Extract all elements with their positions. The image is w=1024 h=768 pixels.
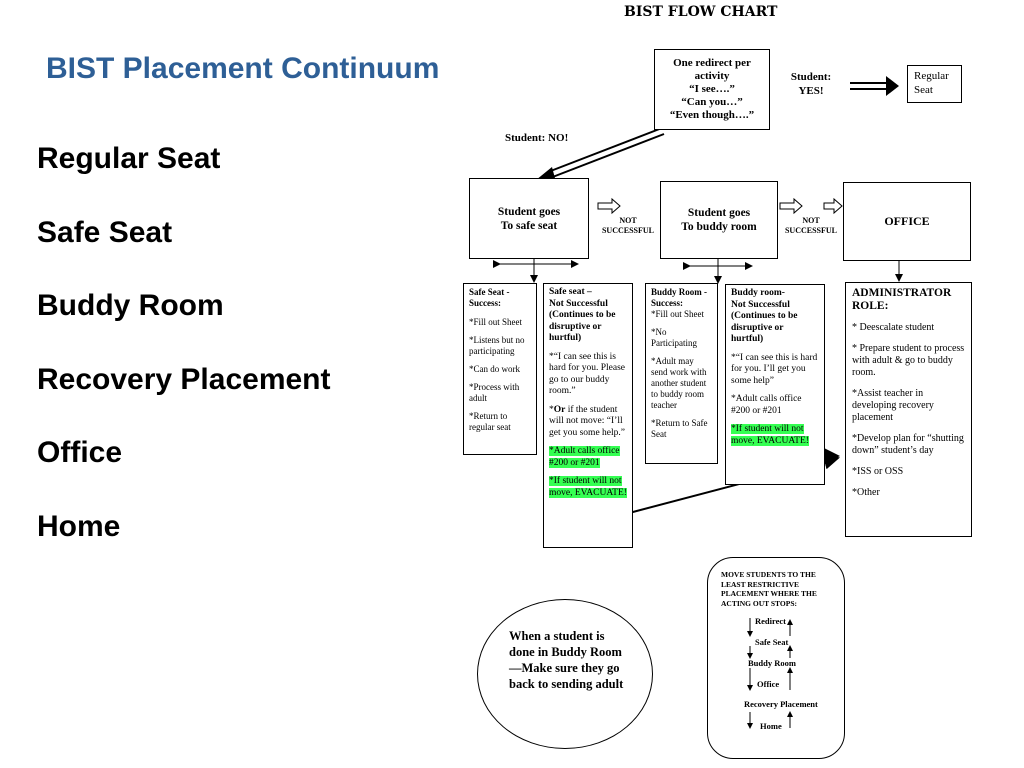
safe-success-item: *Process with adult: [469, 382, 520, 403]
buddy-not-quote: *“I can see this is hard for you. I’ll g…: [731, 352, 818, 386]
admin-title: ADMINISTRATOR: [852, 287, 952, 299]
regular-seat-line: Regular: [914, 70, 949, 82]
buddy-room-return-text: When a student is done in Buddy Room—Mak…: [509, 629, 624, 691]
buddy-not-title: hurtful): [731, 334, 764, 344]
student-yes-line: Student:: [790, 71, 832, 83]
not-successful-label: NOT SUCCESSFUL: [780, 216, 842, 236]
redirect-line: “Even though….”: [669, 109, 755, 121]
step-buddy-room: Buddy Room: [748, 658, 796, 668]
buddy-success-item: *Fill out Sheet: [651, 309, 705, 319]
least-restrictive-note: MOVE STUDENTS TO THE LEAST RESTRICTIVE P…: [707, 557, 845, 759]
buddy-not-title: disruptive or: [731, 322, 784, 333]
admin-role-box: ADMINISTRATOR ROLE: * Deescalate student…: [845, 282, 972, 537]
or-label: Or: [553, 404, 566, 415]
admin-item: *Develop plan for “shutting down” studen…: [852, 433, 964, 456]
safe-seat-line: Student goes: [497, 205, 561, 218]
safe-success-item: *Return to regular seat: [469, 411, 511, 432]
not-successful-arrow-1: [597, 197, 621, 215]
buddy-not-title: Buddy room-: [731, 288, 785, 298]
yes-arrow: [850, 76, 899, 96]
safe-not-title: Not Successful: [549, 298, 608, 309]
admin-title: ROLE:: [852, 300, 889, 312]
safe-seat-branch: [493, 258, 579, 283]
safe-not-title: Safe seat –: [549, 287, 592, 297]
safe-success-item: *Can do work: [469, 364, 520, 374]
admin-item: *ISS or OSS: [852, 466, 904, 477]
safe-not-title: hurtful): [549, 333, 582, 343]
placement-list: Regular Seat Safe Seat Buddy Room Recove…: [37, 140, 331, 581]
redirect-line: activity: [694, 70, 730, 82]
step-home: Home: [760, 721, 782, 731]
safe-not-title: disruptive or: [549, 321, 602, 332]
placement-item: Recovery Placement: [37, 362, 331, 396]
step-redirect: Redirect: [755, 616, 786, 626]
safe-success-item: *Fill out Sheet: [469, 317, 523, 327]
office-label: OFFICE: [884, 214, 930, 228]
buddy-success-item: *No Participating: [651, 327, 697, 348]
redirect-line: “I see….”: [689, 83, 735, 95]
buddy-room-line: To buddy room: [681, 221, 757, 233]
redirect-box: One redirect per activity “I see….” “Can…: [654, 49, 770, 130]
step-office: Office: [757, 679, 780, 689]
buddy-not-calls: *Adult calls office #200 or #201: [731, 394, 802, 416]
safe-success-title: Success:: [469, 298, 501, 308]
redirect-line: One redirect per: [673, 57, 751, 69]
placement-item: Buddy Room: [37, 289, 224, 322]
step-recovery-placement: Recovery Placement: [744, 699, 818, 709]
safe-success-title: Safe Seat -: [469, 287, 510, 297]
buddy-room-return-note: When a student is done in Buddy Room—Mak…: [477, 599, 653, 749]
not-successful-line: SUCCESSFUL: [601, 226, 654, 235]
not-successful-line: NOT: [802, 216, 820, 225]
not-successful-arrow-3: [823, 197, 843, 215]
safe-success-box: Safe Seat - Success: *Fill out Sheet *Li…: [463, 283, 537, 455]
placement-item: Safe Seat: [37, 215, 173, 249]
buddy-not-title: (Continues to be: [731, 311, 798, 321]
buddy-success-item: *Adult may send work with another studen…: [651, 356, 707, 410]
safe-not-success-box: Safe seat – Not Successful (Continues to…: [543, 283, 633, 548]
buddy-success-item: *Return to Safe Seat: [651, 418, 708, 439]
admin-item: * Deescalate student: [852, 322, 935, 333]
safe-seat-box: Student goes To safe seat: [469, 178, 589, 259]
slide-title: BIST Placement Continuum: [46, 52, 440, 85]
flowchart-title: BIST FLOW CHART: [624, 4, 778, 20]
not-successful-line: NOT: [619, 216, 637, 225]
buddy-not-title: Not Successful: [731, 299, 790, 310]
buddy-success-title: Buddy Room -: [651, 287, 708, 297]
safe-not-title: (Continues to be: [549, 310, 616, 320]
placement-item: Office: [37, 436, 123, 469]
regular-seat-line: Seat: [914, 84, 933, 96]
step-safe-seat: Safe Seat: [755, 637, 789, 647]
placement-item: Home: [37, 509, 121, 543]
buddy-success-box: Buddy Room - Success: *Fill out Sheet *N…: [645, 283, 718, 464]
office-box: OFFICE: [843, 182, 971, 261]
redirect-line: “Can you…”: [681, 96, 743, 108]
student-yes-label: Student: YES!: [784, 70, 838, 98]
admin-item: *Assist teacher in developing recovery p…: [852, 388, 934, 423]
safe-seat-line: To safe seat: [500, 219, 558, 232]
safe-not-quote: *“I can see this is hard for you. Please…: [549, 351, 625, 397]
buddy-room-box: Student goes To buddy room: [660, 181, 778, 259]
not-successful-label: NOT SUCCESSFUL: [597, 216, 659, 236]
student-yes-line: YES!: [798, 85, 824, 97]
buddy-room-line: Student goes: [687, 207, 751, 219]
least-restrictive-title: MOVE STUDENTS TO THE LEAST RESTRICTIVE P…: [721, 570, 817, 608]
buddy-room-branch: [683, 258, 753, 284]
buddy-success-title: Success:: [651, 298, 683, 308]
admin-item: *Other: [852, 487, 880, 498]
placement-item: Regular Seat: [37, 142, 221, 175]
buddy-not-success-box: Buddy room- Not Successful (Continues to…: [725, 284, 825, 485]
safe-not-quote2: if the student will not move: “I’ll get …: [549, 404, 625, 438]
not-successful-arrow-2: [779, 197, 803, 215]
admin-item: * Prepare student to process with adult …: [852, 343, 965, 378]
not-successful-line: SUCCESSFUL: [784, 226, 837, 235]
regular-seat-box: Regular Seat: [907, 65, 962, 103]
student-no-label: Student: NO!: [505, 132, 569, 144]
safe-success-item: *Listens but no participating: [469, 335, 525, 356]
